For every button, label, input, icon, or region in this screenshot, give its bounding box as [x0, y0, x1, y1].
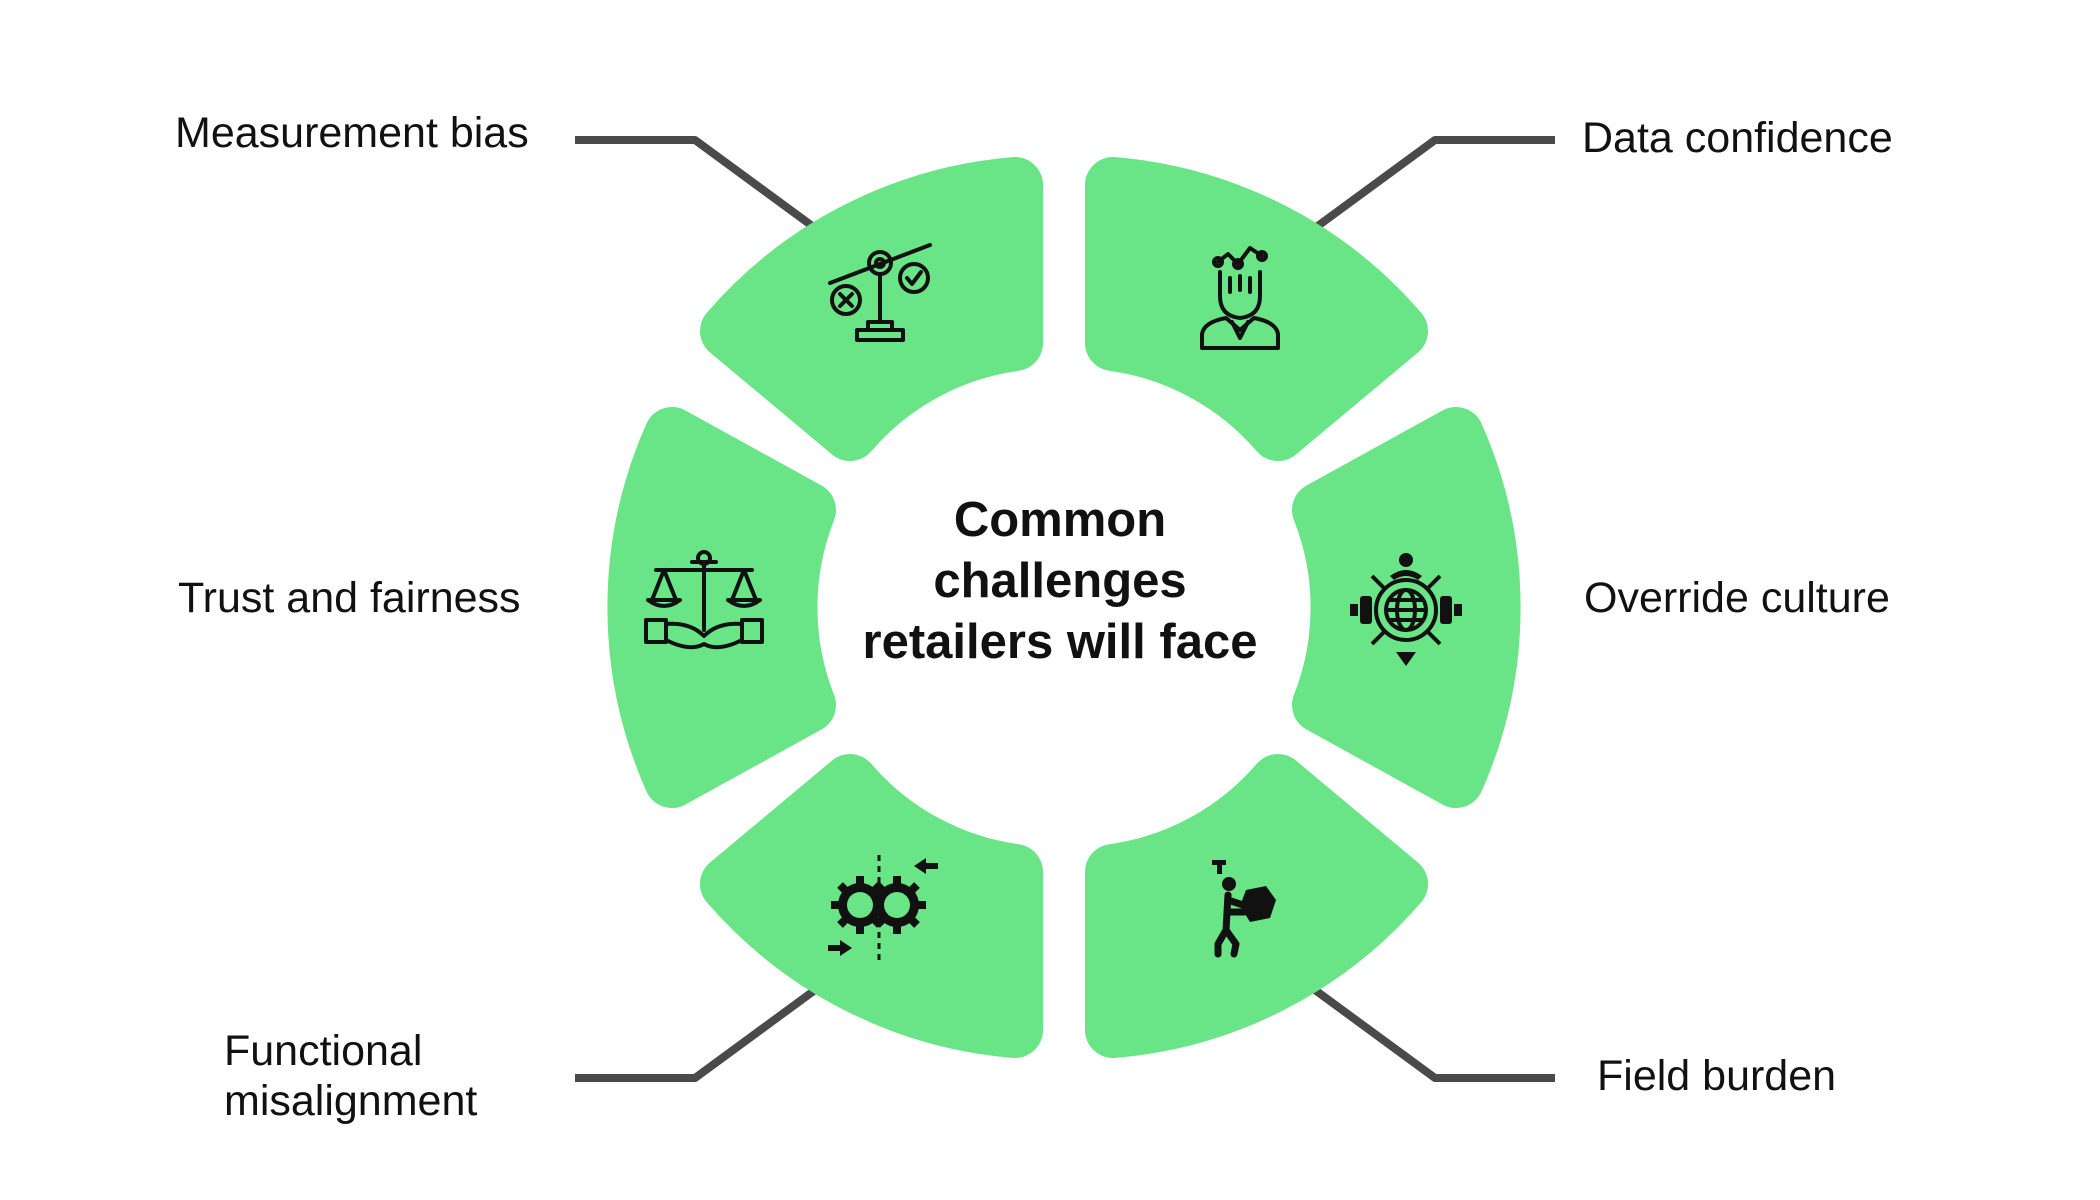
- label-override-culture: Override culture: [1584, 574, 1890, 622]
- center-title-line1: Common: [953, 493, 1167, 547]
- label-data-confidence: Data confidence: [1582, 114, 1893, 162]
- center-title-line3: retailers will face: [862, 615, 1258, 669]
- segment-measurement-bias: [700, 157, 1043, 461]
- justice-scale-hands-icon: [644, 550, 764, 650]
- label-field-burden: Field burden: [1597, 1052, 1837, 1100]
- analyst-chart-icon: [1200, 246, 1280, 350]
- center-title: Common challenges retailers will face: [810, 490, 1310, 673]
- connector-field-burden: [1312, 986, 1555, 1082]
- connector-measurement-bias: [575, 136, 818, 232]
- gears-arrows-icon: [828, 855, 938, 960]
- connector-data-confidence: [1312, 136, 1555, 232]
- label-trust-fairness: Trust and fairness: [178, 574, 521, 622]
- label-measurement-bias: Measurement bias: [175, 109, 529, 157]
- worker-carrying-load-icon: [1212, 860, 1276, 958]
- global-control-icon: [1350, 553, 1462, 666]
- center-title-line2: challenges: [933, 554, 1187, 608]
- label-functional-misalignment-line1: Functional: [224, 1027, 423, 1075]
- label-functional-misalignment-line2: misalignment: [224, 1077, 478, 1125]
- balance-scale-check-cross-icon: [828, 243, 932, 342]
- segment-override-culture: [1292, 407, 1521, 808]
- connector-functional-misalignment: [575, 986, 818, 1082]
- segment-trust-fairness: [607, 407, 836, 808]
